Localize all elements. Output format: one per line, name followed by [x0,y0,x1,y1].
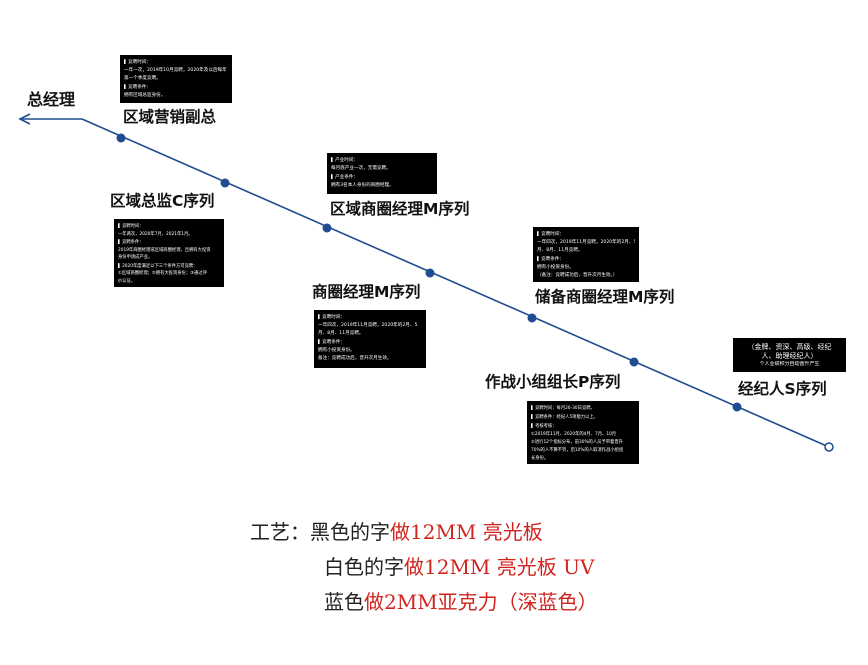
info-line: 竞聘条件： [124,83,228,92]
info-line: 产业条件： [331,173,433,182]
info-line: 长身份。 [531,456,549,461]
node-dot-agent [732,402,742,412]
info-line: 产业时间： [331,156,433,165]
level-title-area-vp: 区域营销副总 [123,108,217,126]
node-dot-reserve-manager [527,313,537,323]
info-line: 2020年度满足以下三个条件方可竞聘： [118,262,220,271]
info-line: 竞聘时间： [124,58,228,67]
level-title-area-director: 区域总监C序列 [110,192,215,210]
info-line: 拥有小投资身份。 [318,348,355,353]
info-line: 月、8月、11月竞聘。 [537,248,583,253]
info-line: ②进行12个指标分布，前30%的人员予带着晋升 [531,440,623,445]
info-line: 备注：竞聘成功后，晋升次月生效。 [318,356,392,361]
level-title-area-district-manager: 区域商圈经理M序列 [330,200,470,218]
info-box-reserve-manager: 竞聘时间： 一年四次，2019年11月竞聘，2020年的2月、5 月、8月、11… [533,227,639,282]
info-line: 竞聘时间： [118,222,220,231]
info-line: 拥有3名本人身份的商圈经理。 [331,183,394,188]
info-line: 竞聘条件： [118,238,220,247]
info-line: 竞聘条件： [537,255,635,264]
info-line: （金牌、资深、高级、经纪 [747,343,832,351]
arrow-head-icon [18,113,31,125]
info-line: 第一个季度竞聘。 [124,76,161,81]
info-line: 一年四次，2019年11月竞聘，2020年的2月、5 [537,240,635,245]
craft-note-row: 工艺：黑色的字做12MM 亮光板 [250,515,598,550]
node-dot-area-vp [116,133,126,143]
level-title-team-leader: 作战小组组长P序列 [485,373,621,391]
info-line: 竞聘条件：经纪人5项能力以上。 [531,413,635,422]
info-line: 考核考核： [531,422,635,431]
info-line: 月、8月、11月竞聘。 [318,331,364,336]
craft-note-highlight: 做2MM亚克力（深蓝色） [364,590,598,614]
craft-note-highlight: 做12MM 亮光板 [390,520,543,544]
craft-note-highlight: 做12MM 亮光板 UV [404,555,595,579]
info-line: ①区域商圈经理；②拥有大投资身份；③通过评 [118,271,207,276]
info-line: 拥有小投资身份。 [537,265,574,270]
info-line: 价认证。 [118,278,136,284]
path-start-circle [824,442,834,452]
info-line: 拥有区域总监身份。 [124,93,166,98]
info-line: ①2019年11月、2020年的4月、7月、10月 [531,432,617,437]
craft-note-text: 蓝色 [324,590,364,614]
info-box-agent: （金牌、资深、高级、经纪 人、助理经纪人） 个人业绩积分自动晋升产生 [733,338,846,372]
info-line: 一年四次，2019年11月竞聘，2020年的2月、5 [318,323,418,328]
info-line: 竞聘条件： [318,338,422,347]
level-title-agent: 经纪人S序列 [738,380,827,398]
info-box-district-manager: 竞聘时间： 一年四次，2019年11月竞聘，2020年的2月、5 月、8月、11… [314,310,426,368]
info-line: 人、助理经纪人） [761,352,818,360]
info-box-team-leader: 竞聘时间：每月26-30日竞聘。 竞聘条件：经纪人5项能力以上。 考核考核： ①… [527,401,639,464]
level-title-district-manager: 商圈经理M序列 [312,283,421,301]
info-line: 竞聘时间： [318,313,422,322]
info-line: 一年两次，2020年7月，2021年1月。 [118,231,193,237]
top-label-general-manager: 总经理 [27,90,76,109]
info-line: 70%的人不算不罚，后10%的人取消作战小组组 [531,448,624,453]
node-dot-area-director [220,178,230,188]
level-title-reserve-manager: 储备商圈经理M序列 [535,288,675,306]
info-line: 竞聘时间： [537,230,635,239]
info-line: 竞聘时间：每月26-30日竞聘。 [531,404,635,413]
craft-note-text: 工艺：黑色的字 [250,520,390,544]
info-box-area-district-manager: 产业时间： 每月底产业一次，无需竞聘。 产业条件： 拥有3名本人身份的商圈经理。 [327,153,437,194]
craft-note-row: 蓝色做2MM亚克力（深蓝色） [250,585,598,620]
info-line: 个人业绩积分自动晋升产生 [759,361,820,367]
info-box-area-director: 竞聘时间： 一年两次，2020年7月，2021年1月。 竞聘条件： 2019年商… [114,219,224,287]
info-line: 一年一次，2019年10月竞聘，2020年及以后每年 [124,68,227,73]
craft-notes: 工艺：黑色的字做12MM 亮光板 白色的字做12MM 亮光板 UV 蓝色做2MM… [250,515,598,620]
node-dot-district-manager [425,268,435,278]
craft-note-row: 白色的字做12MM 亮光板 UV [250,550,598,585]
node-dot-team-leader [629,357,639,367]
node-dot-area-district-manager [322,223,332,233]
craft-note-text: 白色的字 [324,555,404,579]
career-path-line [81,118,830,448]
info-box-area-vp: 竞聘时间： 一年一次，2019年10月竞聘，2020年及以后每年 第一个季度竞聘… [120,55,232,103]
info-line: 身份申请成产业。 [118,255,153,260]
info-line: 2019年商圈经理或区域商圈经理，且拥有大投资 [118,247,211,253]
info-line: 每月底产业一次，无需竞聘。 [331,166,391,171]
info-line: （备注：竞聘成功后，晋升次月生效。） [537,273,618,278]
